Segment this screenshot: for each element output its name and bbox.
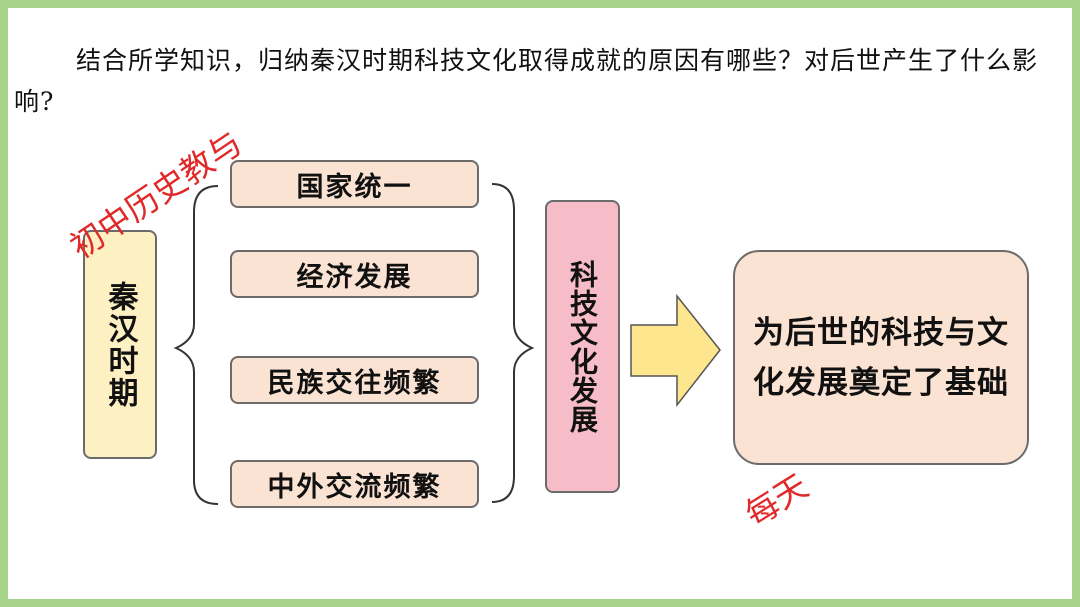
slide: 结合所学知识，归纳秦汉时期科技文化取得成就的原因有哪些？对后世产生了什么影响? …: [8, 8, 1072, 599]
question-text: 结合所学知识，归纳秦汉时期科技文化取得成就的原因有哪些？对后世产生了什么影响?: [14, 46, 1039, 116]
factor-ethnic-exchange: 民族交往频繁: [230, 356, 479, 404]
arrow-icon: [630, 293, 721, 408]
connector-layer: [173, 183, 721, 505]
factor-national-unity: 国家统一: [230, 160, 479, 208]
impact-box: 为后世的科技与文化发展奠定了基础: [733, 250, 1029, 465]
right-brace: [491, 183, 535, 503]
result-box: 科技文化发展: [545, 200, 620, 493]
factor-foreign-exchange: 中外交流频繁: [230, 460, 479, 508]
era-box: 秦汉时期: [83, 230, 157, 459]
left-brace: [173, 185, 219, 505]
factor-economic-development: 经济发展: [230, 250, 479, 298]
